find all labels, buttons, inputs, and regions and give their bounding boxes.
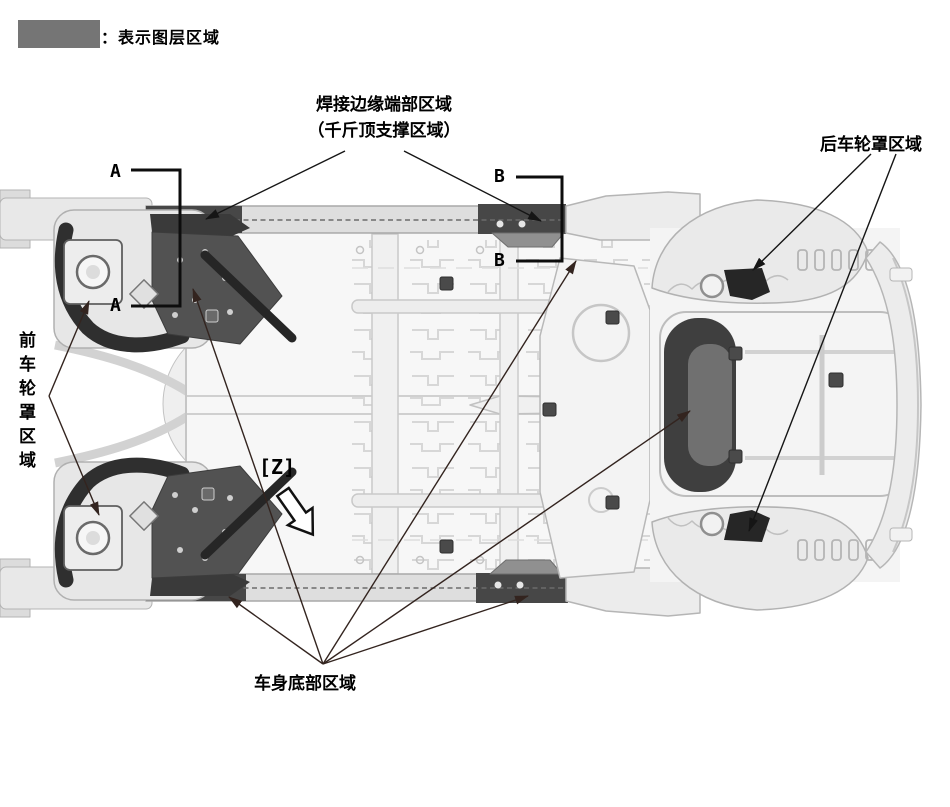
subframe-arm-bottom — [54, 412, 191, 468]
brown-leader-lines — [48, 260, 691, 665]
rear-bracket-bottom — [724, 510, 770, 542]
leader-underbody-5 — [322, 410, 691, 665]
leader-underbody-2 — [228, 596, 324, 665]
rear-bumper-edge — [892, 257, 919, 553]
label-underbody-bottom: 车身底部区域 — [254, 674, 356, 694]
leader-front-wheel-bottom — [48, 395, 100, 516]
mounting-pads — [439, 276, 844, 554]
label-weld-edge: 焊接边缘端部区域 （千斤顶支撑区域） — [248, 92, 520, 144]
leader-rear-wheel-bottom — [748, 153, 897, 532]
car-body — [0, 189, 922, 618]
legend-label: ：表示图层区域 — [101, 28, 221, 47]
hanger-ring-bottom — [699, 511, 725, 537]
hanger-ring-top — [699, 273, 725, 299]
leader-rear-wheel-top — [752, 153, 872, 271]
z-direction-arrow — [275, 486, 315, 537]
leader-weld-edge-right — [403, 150, 542, 222]
leader-underbody-3 — [322, 260, 577, 665]
crossmember-front — [371, 233, 399, 575]
section-a-bracket — [131, 168, 182, 308]
label-front-wheel-housing: 前车轮罩区域 — [15, 331, 35, 475]
crossmember-mid — [499, 233, 519, 575]
legend-swatch — [18, 20, 100, 48]
section-letter-a-bottom: A — [110, 295, 121, 316]
section-b-bracket — [516, 175, 564, 263]
rear-bracket-top — [724, 268, 770, 300]
leader-front-wheel-top — [48, 300, 90, 397]
section-letter-a-top: A — [110, 161, 121, 182]
tail-slot-top — [889, 267, 913, 282]
leader-underbody-1 — [192, 288, 324, 665]
rear-seat-pan — [539, 257, 651, 579]
label-weld-edge-line2: （千斤顶支撑区域） — [307, 121, 461, 141]
section-letter-b-bottom: B — [494, 250, 505, 271]
section-letter-b-top: B — [494, 166, 505, 187]
seat-pan-hole — [571, 303, 631, 363]
black-leader-lines — [205, 150, 897, 532]
spare-well-inner — [688, 344, 732, 466]
torque-box-pads — [201, 309, 219, 501]
label-weld-edge-line1: 焊接边缘端部区域 — [316, 95, 452, 115]
leader-underbody-4 — [322, 595, 529, 665]
label-rear-wheel-housing: 后车轮罩区域 — [820, 135, 922, 155]
subframe-arm-top — [54, 340, 191, 396]
label-z-marker: [Z] — [259, 455, 296, 479]
leader-weld-edge-left — [205, 150, 346, 220]
front-wheel-housing-top — [53, 209, 297, 353]
tail-slot-bottom — [889, 527, 913, 542]
rear-end-panel — [865, 241, 922, 569]
